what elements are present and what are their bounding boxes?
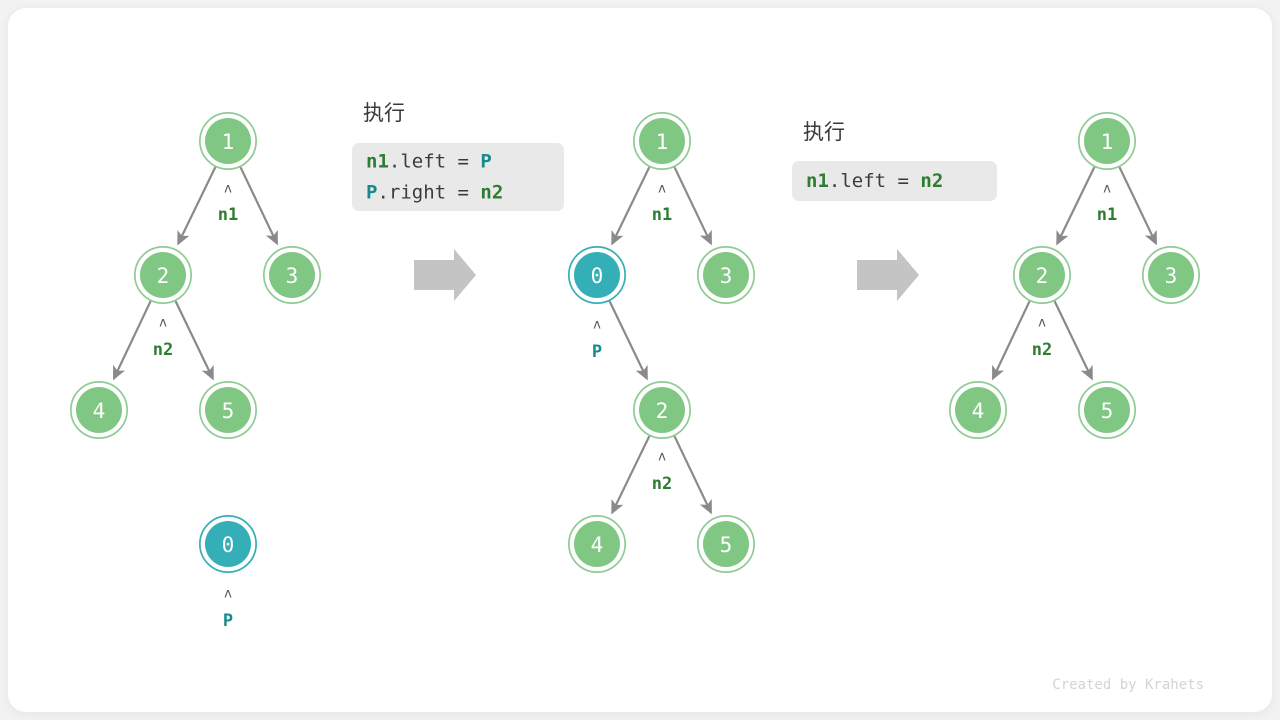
code-block: n1.left = n2 [792,161,997,201]
caret-icon: ʌ [224,182,232,197]
pointer-label: P [223,611,233,631]
caret-icon: ʌ [658,450,666,465]
watermark-credit: Created by Krahets [1052,677,1204,693]
tree-node-value: 4 [93,399,106,423]
tree-node[interactable]: 1 [633,112,691,170]
tree-node[interactable]: 5 [199,381,257,439]
tree-node-value: 2 [157,264,170,288]
pointer-annotation-n1: ʌ n1 [218,182,238,226]
tree-node-value: 2 [656,399,669,423]
tree-edge [1053,300,1093,381]
caret-icon: ʌ [593,318,601,333]
pointer-label: n2 [153,340,173,360]
tree-node[interactable]: 3 [263,246,321,304]
tree-node[interactable]: 3 [1142,246,1200,304]
step-title: 执行 [363,101,405,125]
flow-arrow-2 [857,249,919,301]
tree-edge [608,300,648,381]
pointer-label: P [592,342,602,362]
code-block: n1.left = P P.right = n2 [352,143,564,211]
step-title: 执行 [803,120,845,144]
tree-node-value: 3 [720,264,733,288]
code-line: n1.left = P [366,151,492,173]
caret-icon: ʌ [224,587,232,602]
tree-node[interactable]: 1 [199,112,257,170]
pointer-annotation-p: ʌP [223,587,233,632]
caret-icon: ʌ [658,182,666,197]
tree-edge [673,166,712,246]
tree-node-value: 0 [591,264,604,288]
nodes-layer: 1 2 3 4 5 0 1 0 3 2 4 5 1 2 3 4 5 [70,112,1200,573]
tree-node-value: 3 [286,264,299,288]
tree-edge [112,300,152,381]
flow-arrows-layer [414,249,919,301]
tree-edge [174,300,214,381]
caret-icon: ʌ [1038,316,1046,331]
tree-node[interactable]: 4 [70,381,128,439]
tree-edge [991,300,1031,381]
tree-node[interactable]: 4 [568,515,626,573]
tree-node[interactable]: 2 [1013,246,1071,304]
tree-edge [673,435,712,515]
pointer-annotation-n1: ʌ n1 [1097,182,1117,226]
pointer-annotation-p: ʌP [592,318,602,363]
tree-node-value: 5 [1101,399,1114,423]
tree-edge [1056,166,1096,246]
tree-edge [177,166,217,246]
tree-node-value: 5 [222,399,235,423]
tree-node[interactable]: 5 [697,515,755,573]
tree-node-value: 4 [591,533,604,557]
pointer-label: n2 [1032,340,1052,360]
tree-node-value: 3 [1165,264,1178,288]
flow-arrow-1 [414,249,476,301]
tree-edge [239,166,278,246]
tree-node[interactable]: 2 [134,246,192,304]
code-blocks-layer: n1.left = P P.right = n2 n1.left = n2 [352,143,997,211]
tree-node[interactable]: 2 [633,381,691,439]
tree-node-value: 2 [1036,264,1049,288]
pointer-label: n2 [652,474,672,494]
tree-node[interactable]: 0 [199,515,257,573]
tree-node-value: 5 [720,533,733,557]
pointer-annotation-n2: ʌ n2 [153,316,173,361]
pointer-annotation-n2: ʌ n2 [652,450,672,495]
code-line: P.right = n2 [366,182,503,204]
tree-node-value: 4 [972,399,985,423]
tree-node[interactable]: 0 [568,246,626,304]
pointer-label: n1 [652,205,672,225]
caret-icon: ʌ [159,316,167,331]
pointer-label: n1 [218,205,238,225]
tree-node-value: 1 [1101,130,1114,154]
tree-edge [1118,166,1157,246]
tree-edge [611,435,651,515]
tree-node[interactable]: 4 [949,381,1007,439]
tree-node[interactable]: 3 [697,246,755,304]
pointer-label: n1 [1097,205,1117,225]
tree-node-value: 1 [656,130,669,154]
caret-icon: ʌ [1103,182,1111,197]
edges-layer [112,166,1157,515]
code-line: n1.left = n2 [806,170,943,192]
tree-node[interactable]: 5 [1078,381,1136,439]
tree-node[interactable]: 1 [1078,112,1136,170]
tree-edge [611,166,651,246]
tree-node-value: 1 [222,130,235,154]
tree-node-value: 0 [222,533,235,557]
pointer-annotation-n2: ʌ n2 [1032,316,1052,361]
pointer-annotation-n1: ʌ n1 [652,182,672,226]
